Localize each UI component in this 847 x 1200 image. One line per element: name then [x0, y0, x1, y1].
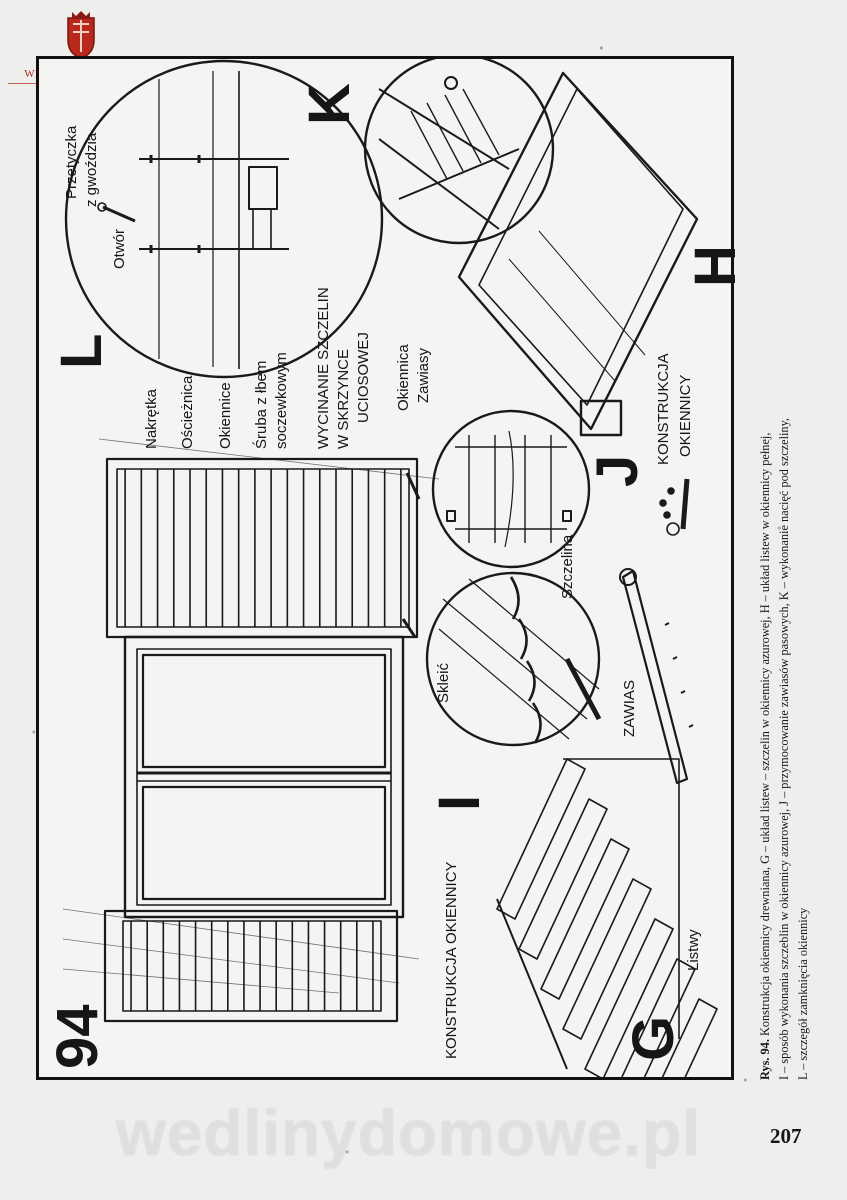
label-okiennica: Okiennica: [395, 344, 412, 411]
caption-line-2: I – sposób wykonania szczeblin w okienni…: [777, 417, 791, 1080]
louvre-board: [496, 758, 586, 920]
label-okiennice: Okiennice: [217, 382, 234, 449]
label-zawias: ZAWIAS: [621, 680, 638, 737]
caption-line-1: Rys. 94. Konstrukcja okiennicy drewniana…: [758, 432, 772, 1080]
letter-G: G: [621, 1015, 686, 1061]
fig-number: 94: [45, 1004, 110, 1069]
label-nakretka: Nakrętka: [143, 388, 160, 449]
letter-I: I: [427, 794, 492, 811]
shutter-left: [103, 909, 399, 1023]
crest-icon: [67, 11, 95, 59]
detail-circle-K: [363, 59, 555, 245]
detail-circle-J: [431, 409, 591, 569]
louvre-board: [661, 998, 718, 1077]
louvre-board: [621, 958, 696, 1077]
label-skleic: Skleić: [435, 662, 452, 703]
page-number: 207: [770, 1124, 802, 1148]
label-sruba: Śruba z łbem: [253, 360, 270, 449]
shutter-top: [105, 457, 421, 639]
label-z-gwozdzia: z gwoździa: [83, 132, 100, 207]
label-konstrukcja-g: KONSTRUKCJA OKIENNICY: [443, 861, 460, 1059]
label-wycinanie-3: UCIOSOWEJ: [355, 332, 372, 423]
louvre-board: [540, 838, 630, 1000]
louvre-board: [518, 798, 608, 960]
shutter-illustration: [62, 59, 718, 1077]
strap-hinge: [619, 478, 694, 785]
label-szczelina: Szczelina: [559, 534, 576, 599]
guide-lines: [62, 438, 440, 994]
letter-L: L: [49, 333, 114, 369]
figure-caption: Rys. 94. Konstrukcja okiennicy drewniana…: [756, 418, 826, 1080]
detail-circle-L: [64, 59, 384, 379]
letter-H: H: [683, 245, 748, 287]
label-wycinanie-2: W SKRZYNCE: [335, 348, 352, 449]
louvre-board: [584, 918, 674, 1077]
label-oscieznica: Ościeżnica: [179, 375, 196, 449]
label-wycinanie-1: WYCINANIE SZCZELIN: [315, 287, 332, 449]
watermark: wedlinydomowe.pl: [116, 1097, 701, 1169]
label-zawiasy: Zawiasy: [415, 347, 432, 403]
louvre-board: [562, 878, 652, 1040]
label-konstrukcja-h-2: OKIENNICY: [677, 374, 694, 457]
label-przetyczka: Przetyczka: [63, 125, 80, 199]
shutter-H: [457, 71, 699, 437]
label-soczewkowym: soczewkowym: [273, 352, 290, 449]
letter-J: J: [585, 454, 650, 487]
detail-circle-I: [425, 571, 602, 747]
caption-line-3: L – szczegół zamknięcia okiennicy: [796, 907, 810, 1080]
window-frame: [123, 635, 405, 919]
label-otwor: Otwór: [111, 228, 128, 269]
louvre-G: [496, 758, 718, 1077]
letter-K: K: [297, 83, 362, 125]
figure-frame: 94 L K H J I G Przetyczka z gwoździa Otw…: [36, 56, 748, 1080]
label-listwy: Listwy: [685, 929, 702, 971]
label-konstrukcja-h-1: KONSTRUKCJA: [655, 353, 672, 465]
